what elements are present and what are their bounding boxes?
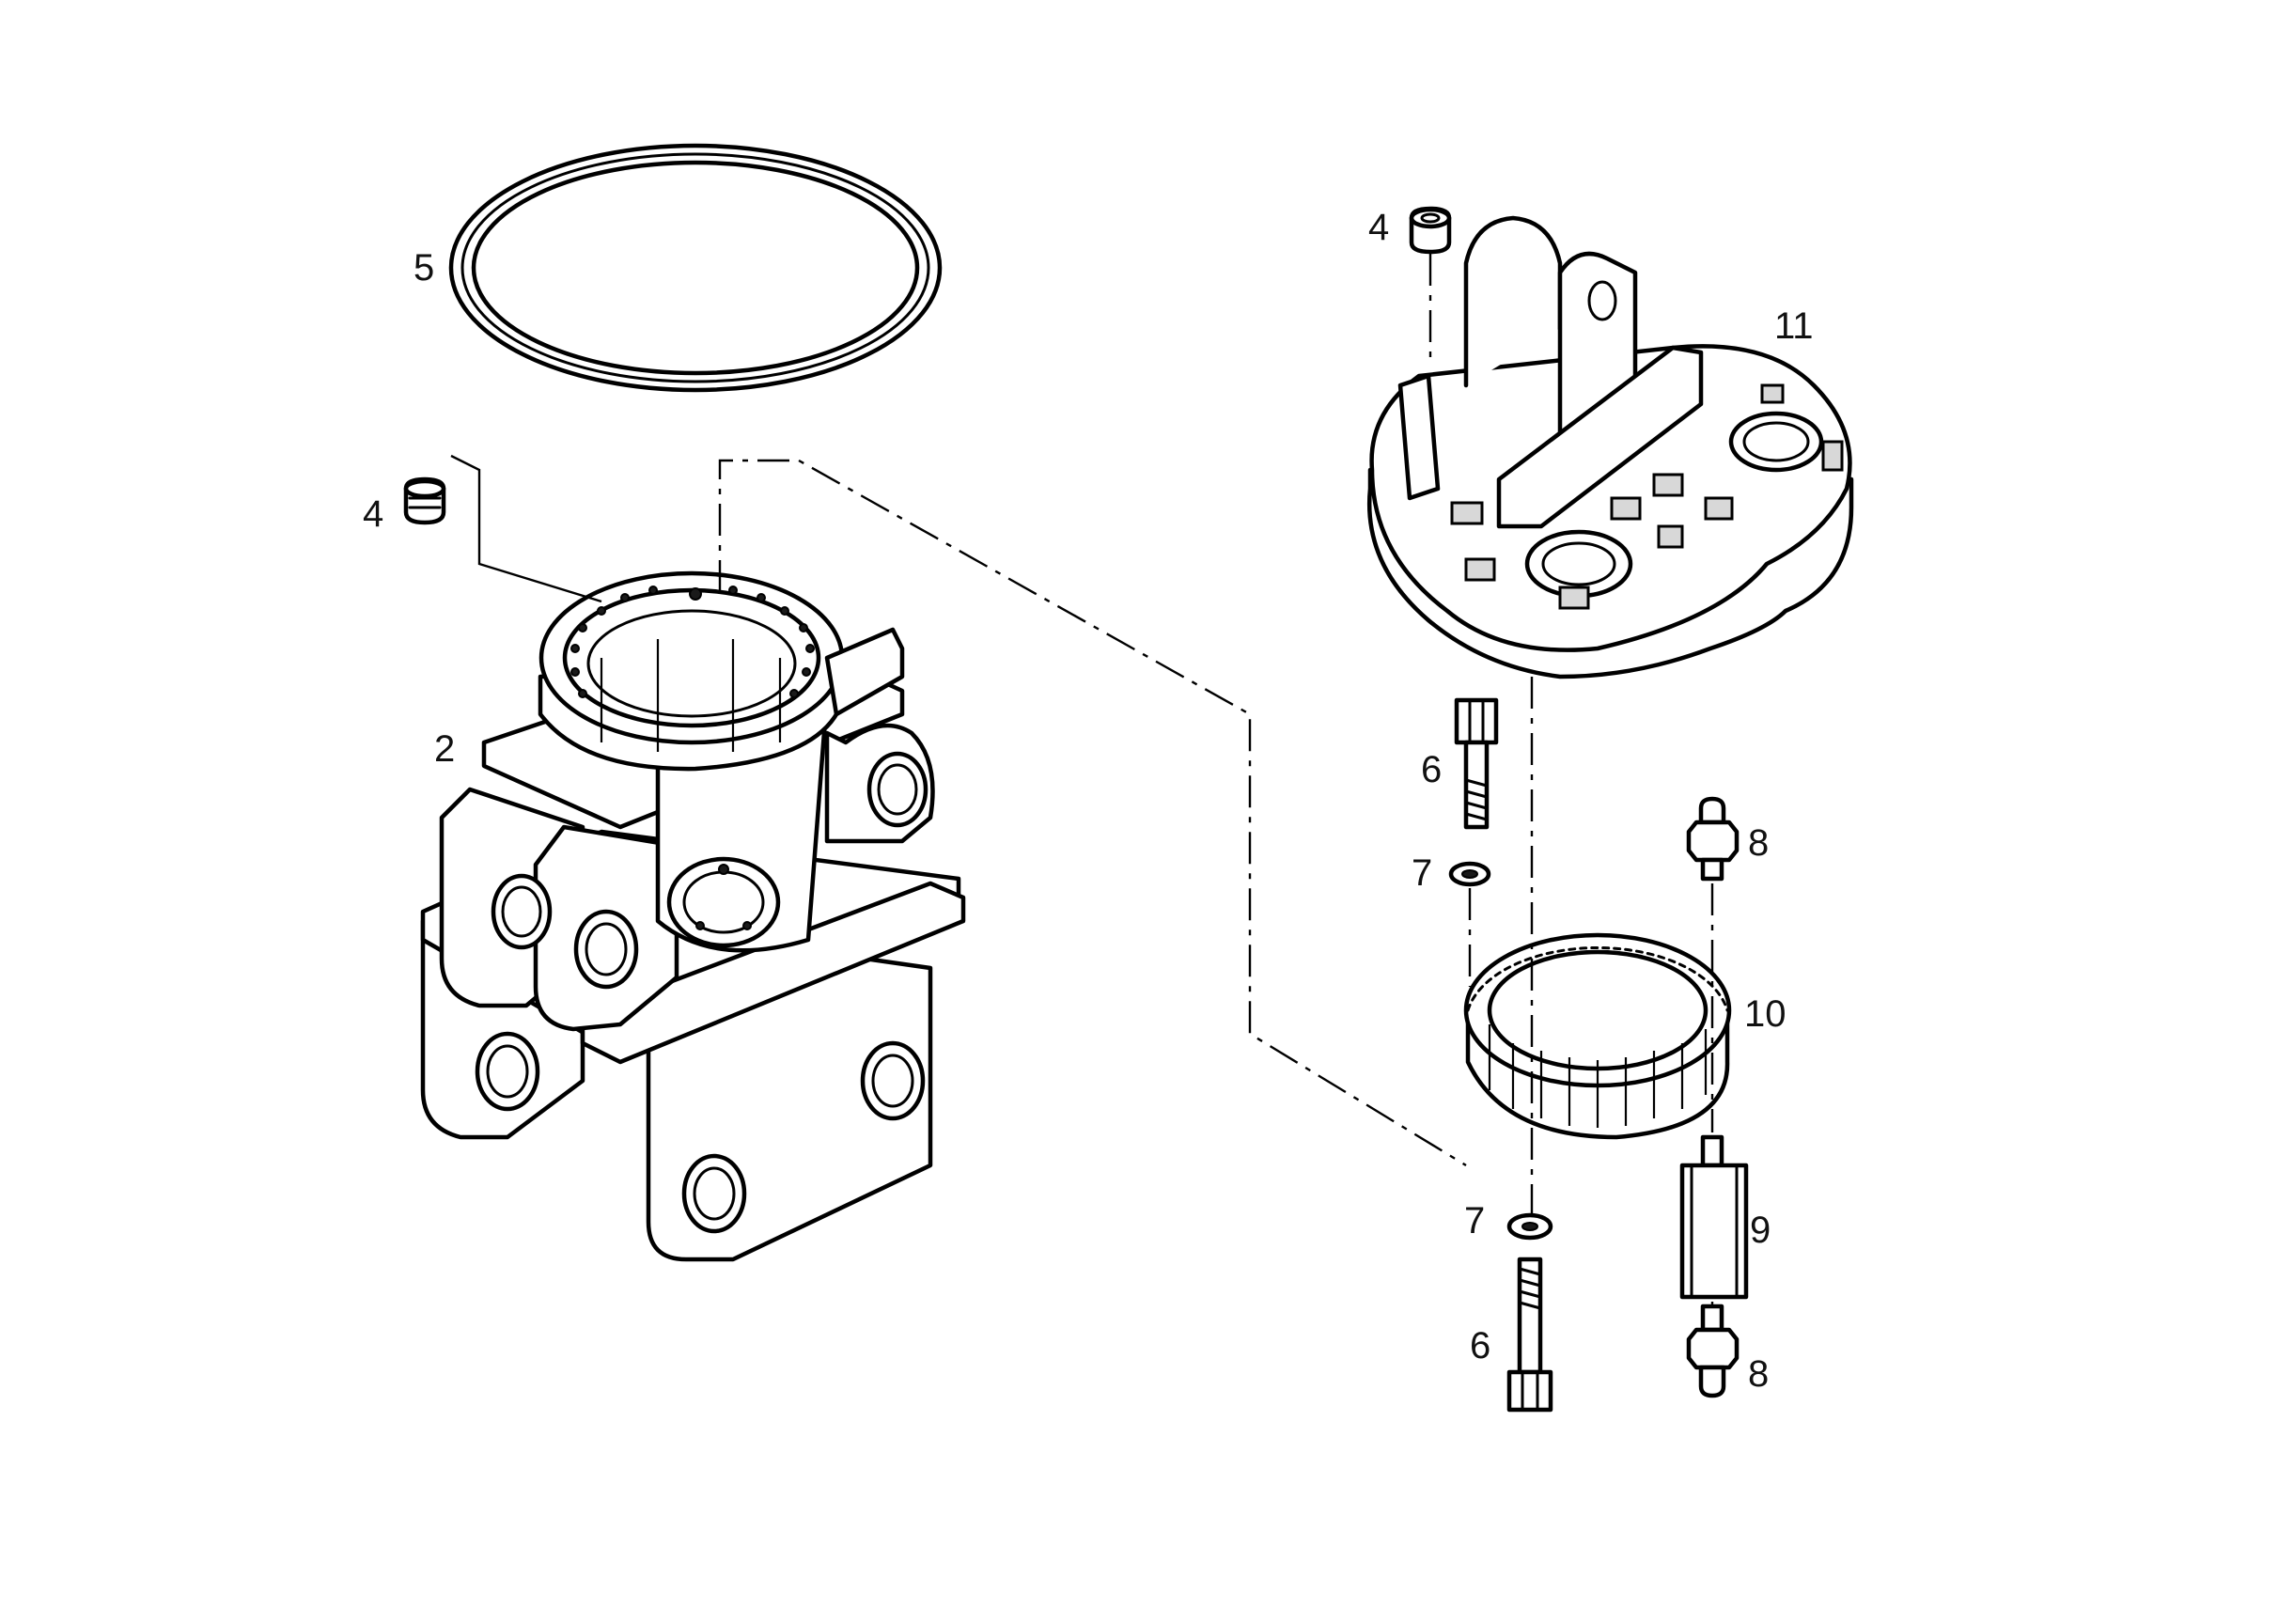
swivel-housing-part bbox=[420, 570, 966, 1262]
callout-2: 2 bbox=[434, 728, 455, 770]
bolt-part-upper bbox=[1454, 697, 1499, 830]
plug-part-left bbox=[403, 476, 446, 525]
assembly-lines bbox=[450, 254, 1714, 1306]
slewing-ring-part bbox=[1463, 932, 1732, 1140]
callout-9: 9 bbox=[1750, 1210, 1771, 1251]
washer-part-lower bbox=[1506, 1212, 1553, 1241]
o-ring-part bbox=[448, 143, 943, 393]
callout-7-upper: 7 bbox=[1412, 852, 1432, 894]
callout-7-lower: 7 bbox=[1464, 1200, 1485, 1241]
callout-4-right: 4 bbox=[1368, 207, 1389, 248]
callout-10: 10 bbox=[1744, 993, 1787, 1035]
washer-part-upper bbox=[1448, 861, 1491, 887]
bolt-part-lower bbox=[1506, 1257, 1553, 1413]
extension-spacer-part bbox=[1679, 1134, 1749, 1300]
callout-8-upper: 8 bbox=[1748, 822, 1769, 864]
rotator-plate-part bbox=[1366, 215, 1854, 679]
grease-nipple-part-upper bbox=[1686, 796, 1740, 882]
callout-5: 5 bbox=[413, 247, 434, 289]
callout-4-left: 4 bbox=[363, 493, 383, 535]
callout-6-upper: 6 bbox=[1421, 749, 1442, 790]
callout-labels: 5 4 2 4 11 6 7 8 10 7 9 6 8 bbox=[363, 207, 1814, 1395]
callout-8-lower: 8 bbox=[1748, 1353, 1769, 1395]
callout-11: 11 bbox=[1774, 305, 1814, 347]
plug-part-right bbox=[1409, 206, 1452, 255]
grease-nipple-part-lower bbox=[1686, 1304, 1740, 1398]
ring-bolt-holes bbox=[570, 586, 815, 698]
callout-6-lower: 6 bbox=[1470, 1325, 1490, 1366]
